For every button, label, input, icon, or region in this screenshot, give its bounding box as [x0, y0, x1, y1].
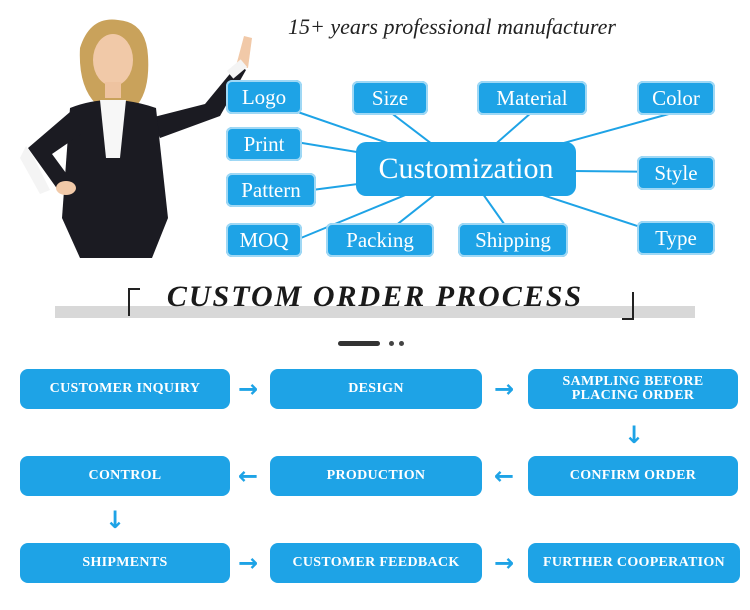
option-type: Type: [637, 221, 715, 255]
option-material: Material: [477, 81, 587, 115]
arrow-down-icon: ↓: [624, 421, 645, 449]
step-customer-feedback: CUSTOMER FEEDBACK: [270, 543, 482, 583]
tagline: 15+ years professional manufacturer: [288, 14, 616, 39]
slider-dot-2: [399, 341, 404, 346]
option-shipping: Shipping: [458, 223, 568, 257]
step-design: DESIGN: [270, 369, 482, 409]
bracket-left: [128, 288, 140, 316]
option-moq: MOQ: [226, 223, 302, 257]
step-control: CONTROL: [20, 456, 230, 496]
bracket-right: [622, 292, 634, 320]
arrow-right-icon: →: [238, 375, 259, 403]
step-production: PRODUCTION: [270, 456, 482, 496]
slider-dash: [338, 341, 380, 346]
arrow-right-icon: →: [238, 549, 259, 577]
businesswoman-image: [20, 19, 252, 258]
arrow-left-icon: ←: [494, 462, 515, 490]
step-sampling: SAMPLING BEFORE PLACING ORDER: [528, 369, 738, 409]
option-pattern: Pattern: [226, 173, 316, 207]
option-color: Color: [637, 81, 715, 115]
title-band: [55, 306, 695, 318]
option-style: Style: [637, 156, 715, 190]
process-title: CUSTOM ORDER PROCESS: [166, 280, 584, 313]
option-print: Print: [226, 127, 302, 161]
step-confirm-order: CONFIRM ORDER: [528, 456, 738, 496]
arrow-right-icon: →: [494, 549, 515, 577]
option-size: Size: [352, 81, 428, 115]
customization-hub: Customization: [356, 142, 576, 196]
step-further-cooperation: FURTHER COOPERATION: [528, 543, 740, 583]
option-packing: Packing: [326, 223, 434, 257]
slider-dot-1: [389, 341, 394, 346]
option-logo: Logo: [226, 80, 302, 114]
arrow-right-icon: →: [494, 375, 515, 403]
step-customer-inquiry: CUSTOMER INQUIRY: [20, 369, 230, 409]
step-shipments: SHIPMENTS: [20, 543, 230, 583]
arrow-down-icon: ↓: [105, 506, 126, 534]
arrow-left-icon: ←: [238, 462, 259, 490]
